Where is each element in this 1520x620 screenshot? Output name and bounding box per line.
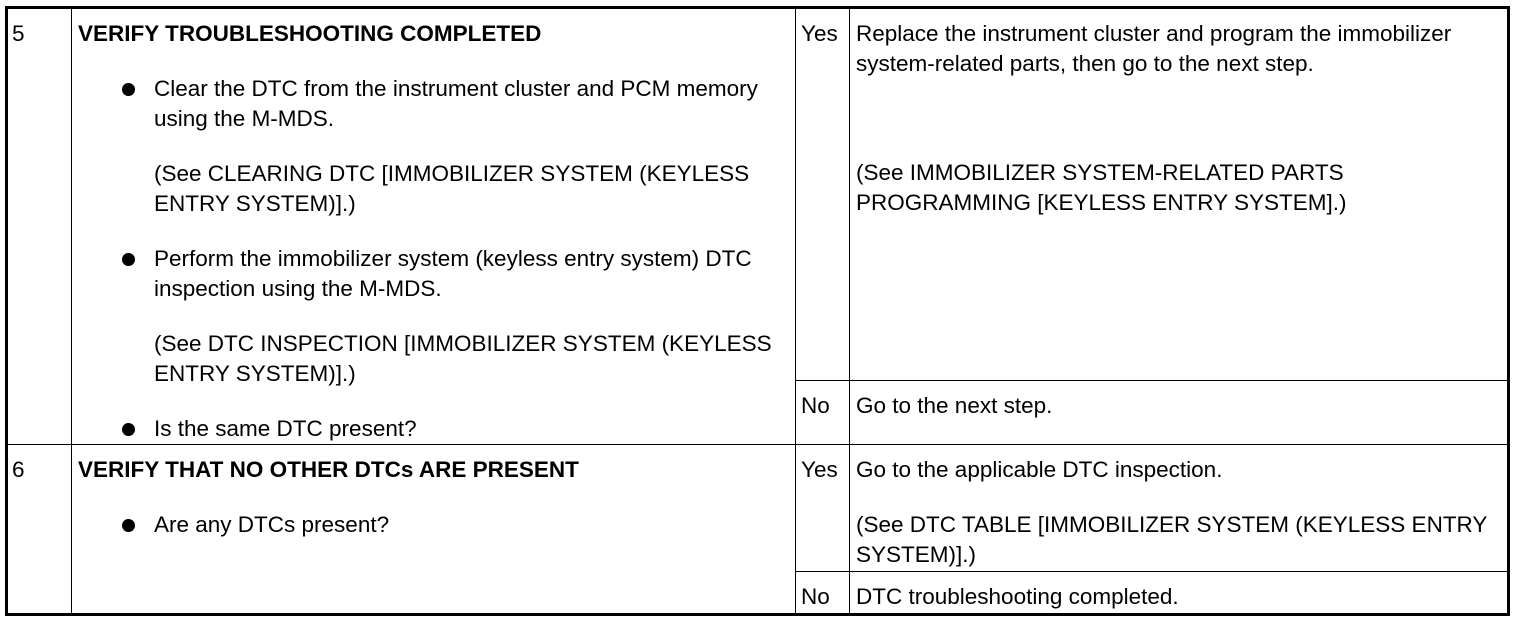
step-5-yes-row: 5 VERIFY TROUBLESHOOTING COMPLETED Clear… bbox=[6, 7, 1509, 445]
bullet-icon bbox=[122, 519, 135, 532]
step-title: VERIFY THAT NO OTHER DTCs ARE PRESENT bbox=[78, 457, 579, 482]
step-6-description: VERIFY THAT NO OTHER DTCs ARE PRESENT Ar… bbox=[71, 444, 796, 615]
yes-action-cell: Replace the instrument cluster and progr… bbox=[849, 7, 1509, 381]
no-label: No bbox=[795, 571, 850, 615]
bullet-icon bbox=[122, 253, 135, 266]
bullet-text: Clear the DTC from the instrument cluste… bbox=[154, 76, 758, 131]
step-5-description: VERIFY TROUBLESHOOTING COMPLETED Clear t… bbox=[71, 7, 796, 445]
yes-label: Yes bbox=[795, 444, 850, 572]
step-number: 6 bbox=[6, 444, 72, 615]
step-title: VERIFY TROUBLESHOOTING COMPLETED bbox=[78, 21, 542, 46]
no-action-text: DTC troubleshooting completed. bbox=[849, 571, 1509, 615]
no-label: No bbox=[795, 379, 850, 446]
step-5-checklist: Clear the DTC from the instrument cluste… bbox=[78, 74, 785, 444]
step-6-checklist: Are any DTCs present? bbox=[78, 510, 785, 540]
bullet-text: Perform the immobilizer system (keyless … bbox=[154, 246, 752, 301]
bullet-icon bbox=[122, 83, 135, 96]
list-item: Clear the DTC from the instrument cluste… bbox=[78, 74, 785, 219]
no-action-text: Go to the next step. bbox=[849, 379, 1509, 446]
list-item: Perform the immobilizer system (keyless … bbox=[78, 244, 785, 389]
yes-reference-text: (See IMMOBILIZER SYSTEM-RELATED PARTS PR… bbox=[856, 160, 1347, 215]
bullet-text: Are any DTCs present? bbox=[154, 512, 390, 537]
bullet-icon bbox=[122, 423, 135, 436]
yes-label: Yes bbox=[795, 7, 850, 381]
list-item: Is the same DTC present? bbox=[78, 414, 785, 444]
step-6-no-row: No DTC troubleshooting completed. bbox=[7, 571, 1509, 615]
step-6-yes-row: 6 VERIFY THAT NO OTHER DTCs ARE PRESENT … bbox=[6, 444, 1509, 615]
list-item: Are any DTCs present? bbox=[78, 510, 785, 540]
step-5-no-row: No Go to the next step. bbox=[7, 379, 1509, 446]
step-number: 5 bbox=[6, 7, 72, 445]
yes-action-cell: Go to the applicable DTC inspection. (Se… bbox=[849, 444, 1509, 572]
yes-reference-text: (See DTC TABLE [IMMOBILIZER SYSTEM (KEYL… bbox=[856, 512, 1487, 567]
yes-action-text: Go to the applicable DTC inspection. bbox=[856, 457, 1223, 482]
yes-action-text: Replace the instrument cluster and progr… bbox=[856, 21, 1452, 76]
troubleshooting-table: 5 VERIFY TROUBLESHOOTING COMPLETED Clear… bbox=[5, 6, 1510, 616]
reference-text: (See CLEARING DTC [IMMOBILIZER SYSTEM (K… bbox=[154, 161, 750, 216]
bullet-text: Is the same DTC present? bbox=[154, 416, 417, 441]
reference-text: (See DTC INSPECTION [IMMOBILIZER SYSTEM … bbox=[154, 331, 772, 386]
